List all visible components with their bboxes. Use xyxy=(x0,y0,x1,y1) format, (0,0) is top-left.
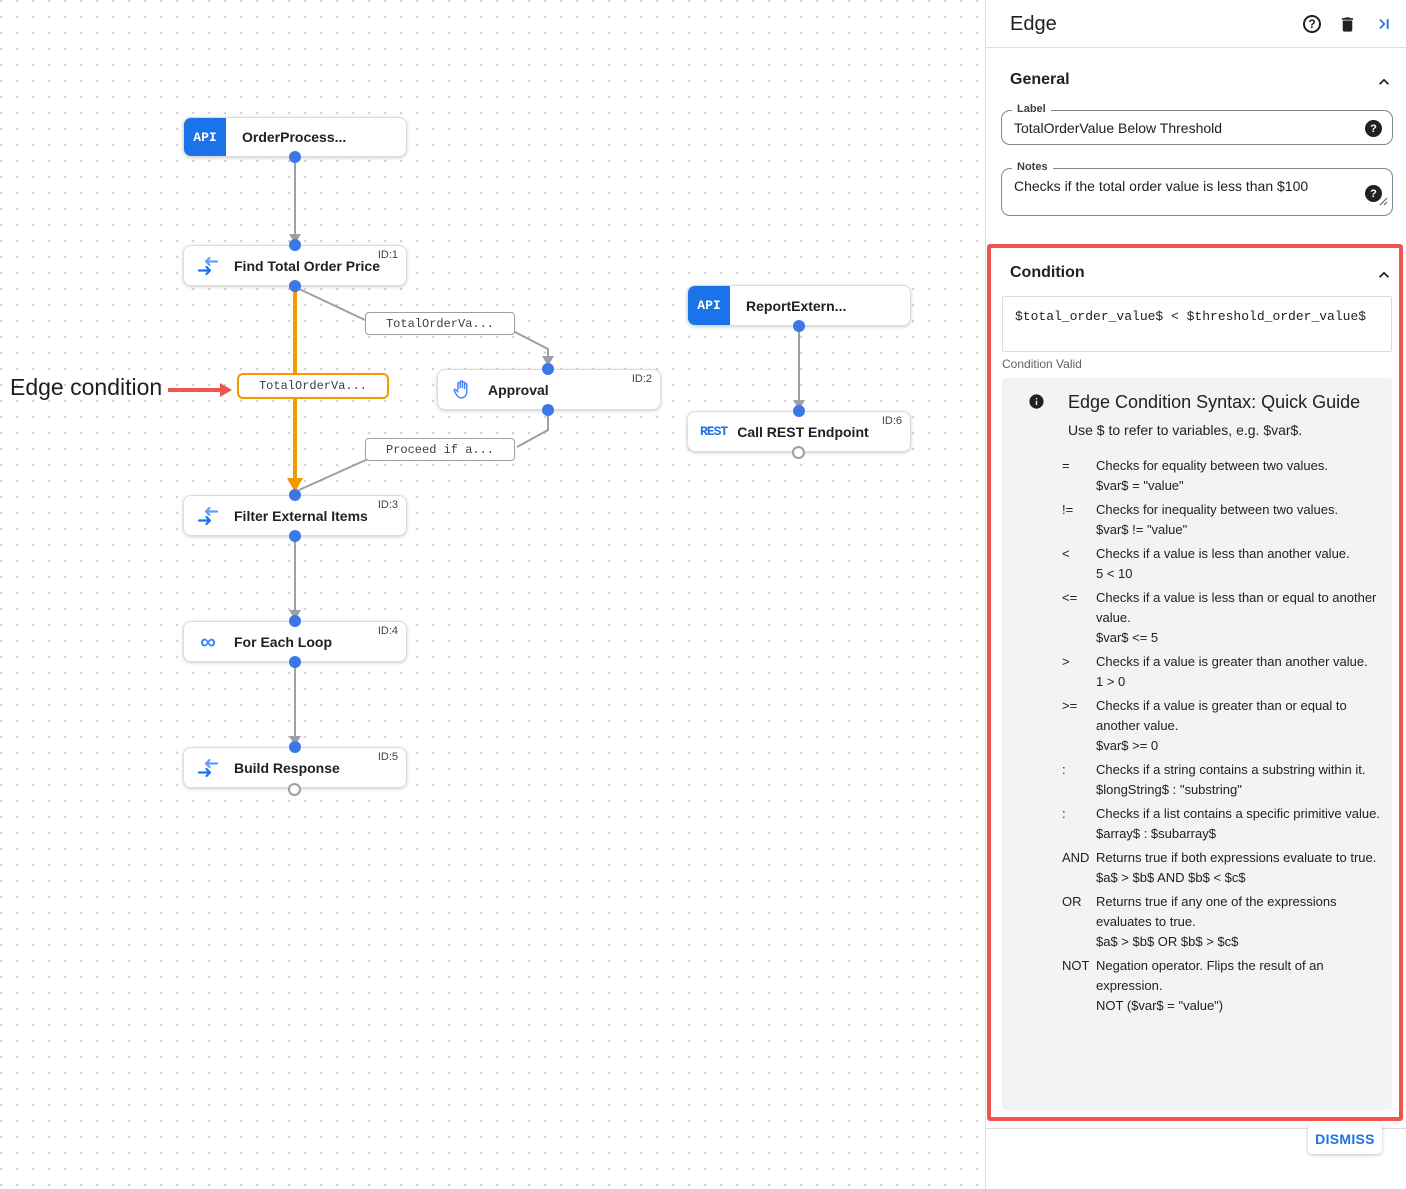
resize-handle-icon[interactable] xyxy=(1379,193,1388,211)
edge-properties-panel: Edge ? General Label TotalOrder xyxy=(986,0,1406,1189)
node-orderprocess-trigger[interactable]: API OrderProcess... xyxy=(183,117,407,157)
connector-dot[interactable] xyxy=(289,741,301,753)
guide-entry: <Checks if a value is less than another … xyxy=(1062,546,1350,581)
node-id-badge: ID:4 xyxy=(377,625,398,637)
data-mapping-icon xyxy=(196,504,220,528)
guide-title: Edge Condition Syntax: Quick Guide xyxy=(1068,392,1361,412)
node-title: OrderProcess... xyxy=(242,129,347,145)
footer-divider xyxy=(986,1128,1406,1129)
loop-icon: ∞ xyxy=(200,628,216,654)
connector-dot[interactable] xyxy=(793,320,805,332)
guide-entries: =Checks for equality between two values.… xyxy=(1062,456,1392,1016)
guide-entry: :Checks if a list contains a specific pr… xyxy=(1062,806,1380,841)
node-id-badge: ID:5 xyxy=(377,751,398,763)
condition-expression-input[interactable]: $total_order_value$ < $threshold_order_v… xyxy=(1002,296,1392,352)
delete-edge-icon[interactable] xyxy=(1337,14,1357,34)
node-title: ReportExtern... xyxy=(746,297,847,314)
collapse-panel-icon[interactable] xyxy=(1373,14,1393,34)
info-icon xyxy=(1028,393,1045,410)
guide-entry: >=Checks if a value is greater than or e… xyxy=(1062,698,1347,753)
guide-entry: <=Checks if a value is less than or equa… xyxy=(1062,590,1377,645)
panel-header: Edge ? xyxy=(986,0,1406,48)
data-mapping-icon xyxy=(196,756,220,780)
api-trigger-icon: API xyxy=(184,118,226,156)
guide-entry: =Checks for equality between two values.… xyxy=(1062,458,1328,493)
condition-syntax-guide: Edge Condition Syntax: Quick Guide Use $… xyxy=(1002,378,1392,1110)
label-field-value[interactable]: TotalOrderValue Below Threshold xyxy=(1014,120,1223,136)
notes-help-icon[interactable]: ? xyxy=(1365,185,1382,202)
edge-condition-annotation: Edge condition xyxy=(10,374,163,400)
node-filter-external-items[interactable]: Filter External Items ID:3 xyxy=(183,495,407,536)
rest-task-icon: REST xyxy=(700,424,728,439)
connector-dot[interactable] xyxy=(289,615,301,627)
node-id-badge: ID:6 xyxy=(881,415,902,427)
notes-field-label: Notes xyxy=(1012,161,1053,173)
node-id-badge: ID:3 xyxy=(377,499,398,511)
node-for-each-loop[interactable]: ∞ For Each Loop ID:4 xyxy=(183,621,407,662)
api-trigger-icon: API xyxy=(688,286,730,325)
help-icon[interactable]: ? xyxy=(1302,14,1322,34)
notes-field-value[interactable]: Checks if the total order value is less … xyxy=(1014,178,1309,194)
connector-dot[interactable] xyxy=(289,656,301,668)
notes-field[interactable]: Notes Checks if the total order value is… xyxy=(1001,161,1393,216)
node-id-badge: ID:2 xyxy=(631,373,652,385)
label-field-label: Label xyxy=(1012,103,1051,115)
workflow-canvas[interactable]: TotalOrderVa... TotalOrderVa... Proceed … xyxy=(0,0,986,1189)
label-help-icon[interactable]: ? xyxy=(1365,120,1382,137)
guide-entry: !=Checks for inequality between two valu… xyxy=(1062,502,1339,537)
guide-intro: Use $ to refer to variables, e.g. $var$. xyxy=(1068,422,1303,438)
connector-dot[interactable] xyxy=(289,530,301,542)
node-build-response[interactable]: Build Response ID:5 xyxy=(183,747,407,788)
general-section-title: General xyxy=(1010,71,1070,88)
collapse-general-chevron[interactable] xyxy=(1374,72,1394,92)
node-title: Approval xyxy=(488,381,549,398)
node-call-rest-endpoint[interactable]: REST Call REST Endpoint ID:6 xyxy=(687,411,911,452)
guide-entry: :Checks if a string contains a substring… xyxy=(1062,762,1366,797)
connector-dot[interactable] xyxy=(289,489,301,501)
edge-label-to-approval[interactable]: TotalOrderVa... xyxy=(365,312,515,335)
data-mapping-icon xyxy=(196,254,220,278)
node-title: Call REST Endpoint xyxy=(737,423,869,440)
connector-dot[interactable] xyxy=(542,404,554,416)
node-title: For Each Loop xyxy=(234,633,332,650)
condition-section-title: Condition xyxy=(1010,264,1085,281)
guide-entry: >Checks if a value is greater than anoth… xyxy=(1062,654,1368,689)
connector-dot[interactable] xyxy=(289,151,301,163)
panel-title: Edge xyxy=(1010,13,1057,35)
edge-label-from-approval[interactable]: Proceed if a... xyxy=(365,438,515,461)
workflow-edges xyxy=(168,157,805,746)
edge-label-condition-selected[interactable]: TotalOrderVa... xyxy=(237,373,389,399)
node-reportextern-trigger[interactable]: API ReportExtern... xyxy=(687,285,911,326)
node-title: Find Total Order Price xyxy=(234,257,380,274)
node-title: Filter External Items xyxy=(234,507,368,524)
connector-dot[interactable] xyxy=(289,280,301,292)
connector-dot-open[interactable] xyxy=(288,783,301,796)
connector-dot-open[interactable] xyxy=(792,446,805,459)
node-title: Build Response xyxy=(234,759,340,776)
label-field[interactable]: Label TotalOrderValue Below Threshold ? xyxy=(1001,103,1393,145)
approval-hand-icon xyxy=(450,378,474,402)
dismiss-button[interactable]: DISMISS xyxy=(1308,1123,1382,1154)
connector-dot[interactable] xyxy=(793,405,805,417)
condition-validity-status: Condition Valid xyxy=(1002,357,1082,371)
connector-dot[interactable] xyxy=(289,239,301,251)
node-id-badge: ID:1 xyxy=(377,249,398,261)
connector-dot[interactable] xyxy=(542,363,554,375)
collapse-condition-chevron[interactable] xyxy=(1374,265,1394,285)
